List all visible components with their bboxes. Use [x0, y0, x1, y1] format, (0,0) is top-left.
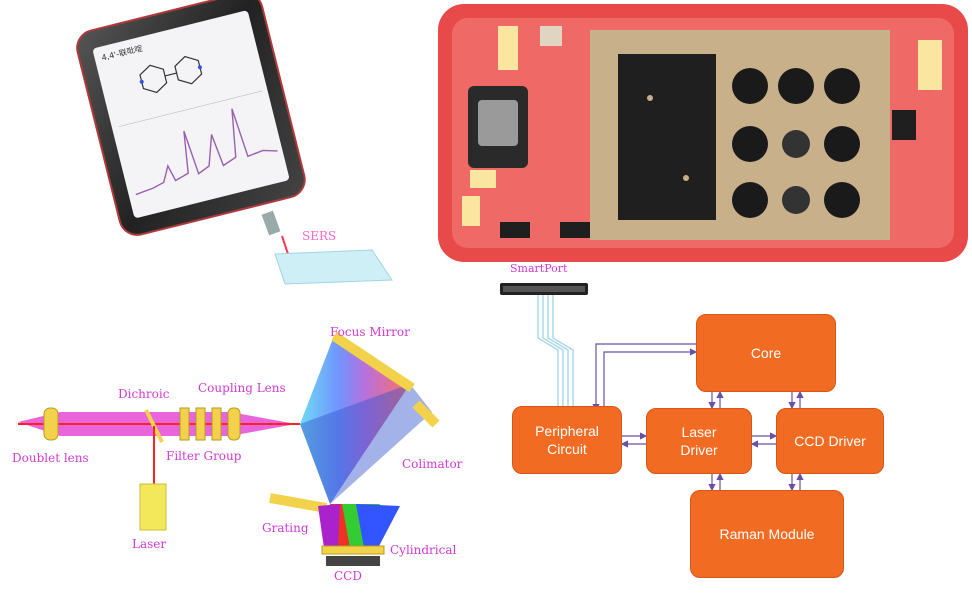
filter-3: [211, 407, 222, 441]
block-raman-label: Raman Module: [719, 525, 815, 542]
band-blue: [356, 504, 400, 548]
block-peripheral-label: Peripheral Circuit: [535, 422, 599, 457]
hardware-photo: [438, 4, 968, 262]
sers-probe: [261, 210, 393, 285]
label-dichroic: Dichroic: [118, 387, 170, 401]
ccd-sensor: [326, 556, 380, 566]
label-laser: Laser: [132, 537, 166, 551]
sers-label: SERS: [302, 229, 336, 243]
block-laser-driver-label: Laser Driver: [680, 423, 718, 458]
block-diagram-connections: [592, 343, 804, 492]
smartport-label: SmartPort: [510, 262, 568, 275]
phone-screen: [93, 10, 289, 218]
filter-2: [195, 407, 206, 441]
optics-diagram: [18, 331, 440, 566]
band-violet: [318, 504, 340, 548]
spectrometer-beams: [300, 336, 410, 504]
sers-substrate: [274, 249, 393, 285]
ribbon-cable: [537, 295, 574, 410]
block-core-label: Core: [750, 344, 782, 361]
block-ccd-driver: CCD Driver: [776, 408, 884, 474]
label-ccd: CCD: [334, 569, 362, 583]
label-coupling-lens: Coupling Lens: [198, 381, 286, 395]
block-ccd-driver-label: CCD Driver: [794, 432, 866, 449]
laser-source: [139, 483, 167, 531]
filter-1: [179, 407, 190, 441]
round-components: [732, 68, 860, 218]
block-peripheral-circuit: Peripheral Circuit: [512, 406, 622, 474]
colimator-element: [412, 400, 440, 428]
battery-block: [618, 54, 716, 220]
grating-element: [269, 493, 327, 513]
label-filter-group: Filter Group: [166, 449, 242, 463]
block-raman-module: Raman Module: [690, 490, 844, 578]
label-grating: Grating: [262, 521, 309, 535]
smartport-connector: SmartPort: [500, 262, 588, 410]
block-core: Core: [696, 314, 836, 392]
coupling-lens: [227, 407, 241, 441]
doublet-lens: [43, 407, 59, 441]
cylindrical-lens: [321, 545, 385, 555]
label-focus-mirror: Focus Mirror: [330, 325, 410, 339]
phone-illustration: 4,4'-联吡啶 SERS: [76, 0, 393, 285]
focus-mirror: [331, 331, 415, 393]
block-laser-driver: Laser Driver: [646, 408, 752, 474]
label-doublet-lens: Doublet lens: [12, 451, 89, 465]
label-colimator: Colimator: [402, 457, 463, 471]
molecule-structure-icon: [139, 55, 203, 94]
label-cylindrical: Cylindrical: [390, 543, 456, 557]
